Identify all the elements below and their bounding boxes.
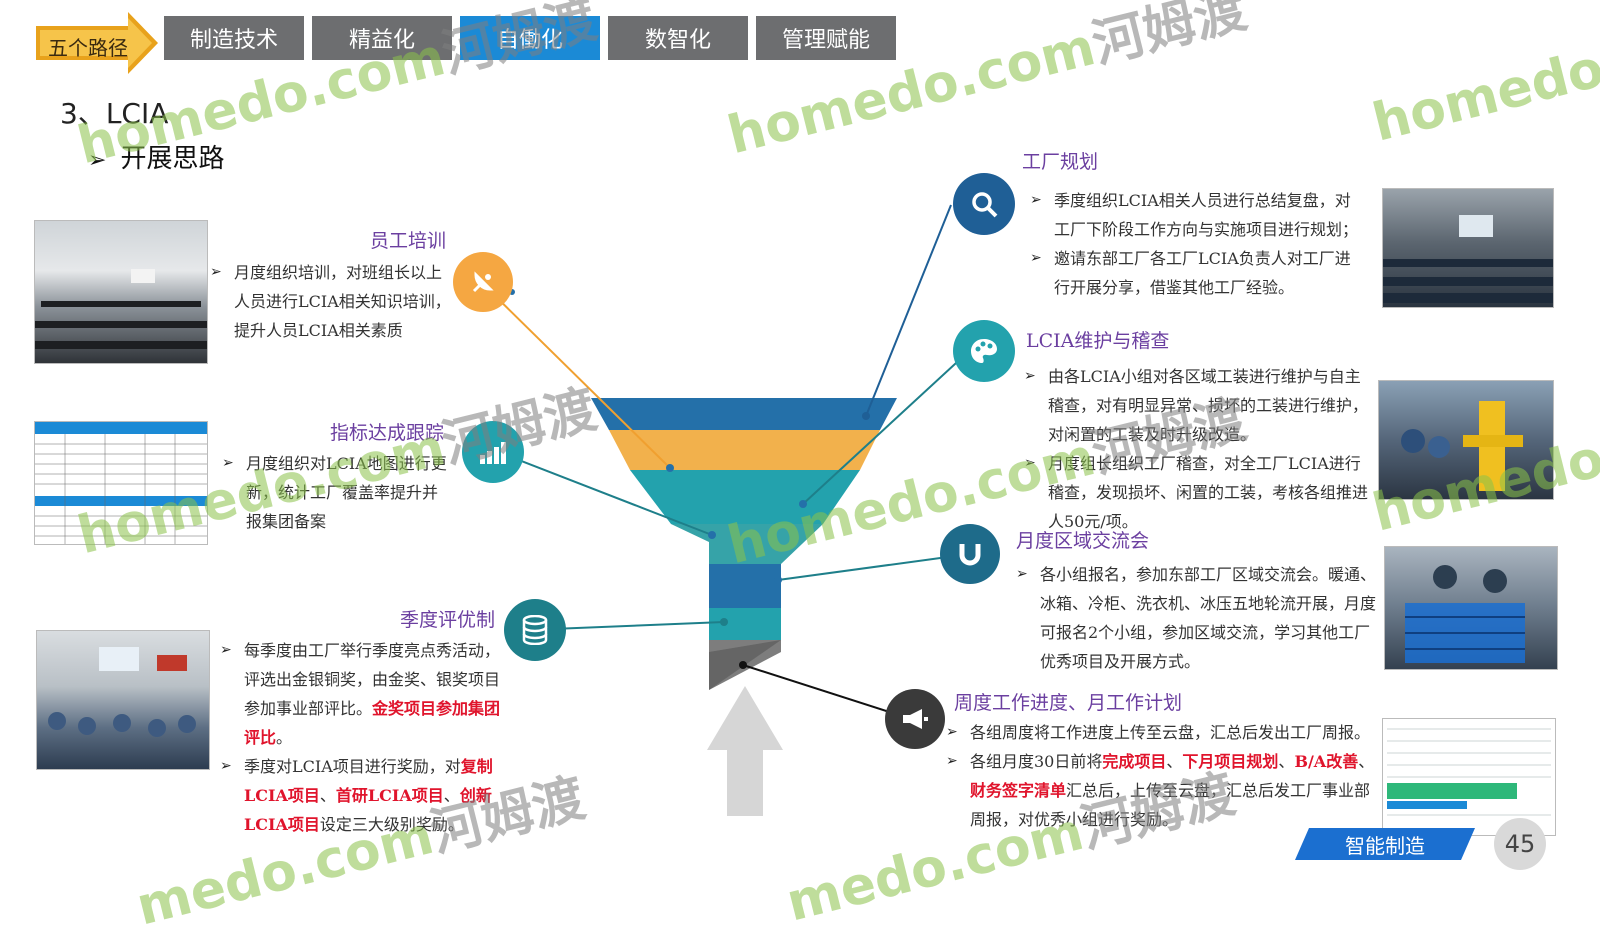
funnel-layer-3	[630, 470, 860, 524]
arrow-bullet-icon: ➢	[88, 148, 107, 173]
training-title: 员工培训	[370, 230, 447, 252]
funnel-stem-1	[709, 564, 781, 608]
evaluation-title: 季度评优制	[400, 609, 496, 631]
planning-text: 季度组织LCIA相关人员进行总结复盘，对工厂下阶段工作方向与实施项目进行规划； …	[1030, 186, 1360, 302]
training-bullet: 月度组织培训，对班组长以上人员进行LCIA相关知识培训，提升人员LCIA相关素质	[210, 258, 456, 345]
planning-bullet-1: 季度组织LCIA相关人员进行总结复盘，对工厂下阶段工作方向与实施项目进行规划；	[1030, 186, 1360, 244]
photo-indicator-table	[34, 421, 208, 545]
database-icon	[504, 599, 566, 661]
footer-badge: 智能制造	[1295, 828, 1475, 860]
funnel-diagram	[482, 204, 969, 816]
maintenance-bullet-2: 月度组长组织工厂稽查，对全工厂LCIA进行稽查，发现损坏、闲置的工装，考核各组推…	[1024, 449, 1370, 536]
upward-arrow	[707, 686, 783, 816]
bar-chart-icon	[462, 421, 524, 483]
megaphone-icon	[885, 689, 945, 749]
weekly-text: 各组周度将工作进度上传至云盘，汇总后发出工厂周报。 各组月度30日前将完成项目、…	[946, 718, 1376, 834]
maintenance-bullet-1: 由各LCIA小组对各区域工装进行维护与自主稽查，对有明显异常、损坏的工装进行维护…	[1024, 362, 1370, 449]
photo-evaluation-meeting	[36, 630, 210, 770]
indicator-bullet: 月度组织对LCIA地图进行更新，统计工厂覆盖率提升并报集团备案	[222, 449, 452, 536]
page-number: 45	[1494, 818, 1546, 870]
exchange-text: 各小组报名，参加东部工厂区域交流会。暖通、冰箱、冷柜、洗衣机、冰压五地轮流开展，…	[1016, 560, 1380, 676]
photo-maintenance-workshop	[1378, 380, 1554, 500]
palette-icon	[953, 320, 1015, 382]
photo-weekly-report	[1382, 718, 1556, 836]
section-title: 3、LCIA	[60, 97, 169, 130]
evaluation-bullet-1: 每季度由工厂举行季度亮点秀活动，评选出金银铜奖，由金奖、银奖项目参加事业部评比。…	[220, 636, 502, 752]
tab-digital[interactable]: 数智化	[608, 16, 748, 60]
funnel-layer-1	[591, 398, 897, 430]
magnifier-icon	[953, 173, 1015, 235]
sub-title: ➢开展思路	[88, 144, 225, 174]
training-text: 月度组织培训，对班组长以上人员进行LCIA相关知识培训，提升人员LCIA相关素质	[210, 258, 456, 345]
magnet-icon	[940, 524, 1000, 584]
tab-lean[interactable]: 精益化	[312, 16, 452, 60]
funnel-stem-2	[709, 608, 781, 640]
weekly-bullet-2: 各组月度30日前将完成项目、下月项目规划、B/A改善、财务签字清单汇总后，上传至…	[946, 747, 1376, 834]
exchange-bullet: 各小组报名，参加东部工厂区域交流会。暖通、冰箱、冷柜、洗衣机、冰压五地轮流开展，…	[1016, 560, 1380, 676]
tab-manufacturing-tech[interactable]: 制造技术	[164, 16, 304, 60]
photo-training-room	[34, 220, 208, 364]
indicator-title: 指标达成跟踪	[330, 422, 445, 444]
funnel-layer-2	[609, 430, 880, 470]
exchange-title: 月度区域交流会	[1016, 530, 1150, 552]
evaluation-text: 每季度由工厂举行季度亮点秀活动，评选出金银铜奖，由金奖、银奖项目参加事业部评比。…	[220, 636, 502, 839]
maintenance-text: 由各LCIA小组对各区域工装进行维护与自主稽查，对有明显异常、损坏的工装进行维护…	[1024, 362, 1370, 536]
tab-jidoka[interactable]: 自働化	[460, 16, 600, 60]
weekly-title: 周度工作进度、月工作计划	[954, 692, 1183, 714]
path-tag: 五个路径	[36, 12, 158, 74]
photo-exchange-session	[1384, 546, 1558, 670]
satellite-dish-icon	[453, 252, 513, 312]
maintenance-title: LCIA维护与稽查	[1026, 330, 1170, 352]
planning-title: 工厂规划	[1022, 151, 1099, 173]
photo-planning-meeting	[1382, 188, 1554, 308]
planning-bullet-2: 邀请东部工厂各工厂LCIA负责人对工厂进行开展分享，借鉴其他工厂经验。	[1030, 244, 1360, 302]
tab-management[interactable]: 管理赋能	[756, 16, 896, 60]
path-tag-label: 五个路径	[48, 36, 128, 60]
indicator-text: 月度组织对LCIA地图进行更新，统计工厂覆盖率提升并报集团备案	[222, 449, 452, 536]
weekly-bullet-1: 各组周度将工作进度上传至云盘，汇总后发出工厂周报。	[946, 718, 1376, 747]
evaluation-bullet-2: 季度对LCIA项目进行奖励，对复制LCIA项目、首研LCIA项目、创新LCIA项…	[220, 752, 502, 839]
